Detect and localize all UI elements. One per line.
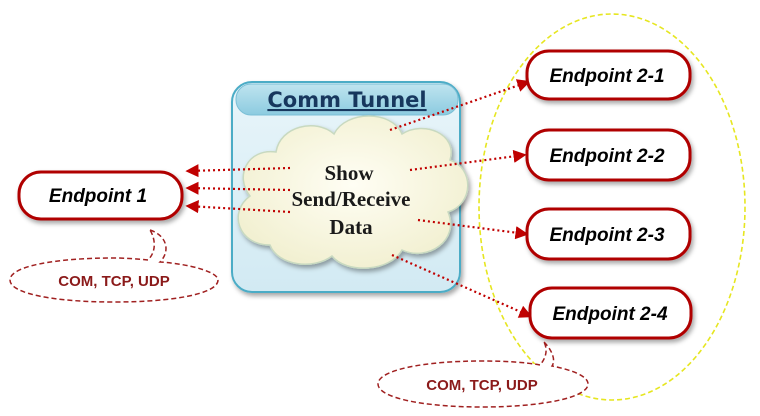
endpoint-2-1	[525, 49, 692, 101]
tunnel-title-box	[235, 83, 459, 116]
tunnel-title: Comm Tunnel	[267, 88, 426, 112]
endpoint-2-2-box	[525, 128, 692, 182]
left-protocol-callout: COM, TCP, UDP	[9, 228, 219, 303]
cloud-shape	[237, 115, 469, 269]
endpoint-2-1-label: Endpoint 2-1	[549, 66, 664, 87]
arrow-to-endpoint-1-mid	[185, 181, 291, 195]
cloud-line-1: Show	[324, 161, 374, 185]
endpoint-2-4-label: Endpoint 2-4	[552, 304, 667, 325]
endpoint-2-1-box	[525, 49, 692, 101]
endpoint-2-3-label: Endpoint 2-3	[549, 225, 664, 246]
endpoint-group-ellipse	[478, 13, 746, 401]
endpoint-2-2	[525, 128, 692, 182]
arrow-to-endpoint-2-2	[409, 149, 527, 172]
endpoint-2-2-label: Endpoint 2-2	[549, 146, 664, 167]
left-arrows	[185, 164, 291, 214]
left-callout-label: COM, TCP, UDP	[58, 273, 169, 290]
bottom-protocol-callout: COM, TCP, UDP	[377, 341, 589, 408]
cloud-line-2: Send/Receive	[292, 187, 411, 211]
arrow-to-endpoint-2-1	[389, 79, 531, 132]
bottom-callout-label: COM, TCP, UDP	[426, 377, 537, 394]
endpoint-2-4	[528, 286, 693, 340]
endpoint-2-3	[525, 207, 692, 261]
endpoint-2-4-box	[528, 286, 693, 340]
right-arrows	[389, 79, 533, 318]
data-cloud	[237, 115, 469, 269]
bottom-callout-shape	[377, 341, 589, 408]
arrow-to-endpoint-2-3	[417, 218, 529, 240]
arrow-to-endpoint-1-bot	[185, 200, 291, 214]
endpoint-1	[17, 170, 184, 221]
endpoint-2-3-box	[525, 207, 692, 261]
left-callout-shape	[9, 228, 219, 303]
endpoint-1-box	[17, 170, 184, 221]
arrow-to-endpoint-1-top	[185, 164, 291, 178]
arrow-to-endpoint-2-4	[391, 253, 533, 318]
endpoint-1-label: Endpoint 1	[49, 186, 147, 207]
cloud-line-3: Data	[329, 215, 373, 239]
